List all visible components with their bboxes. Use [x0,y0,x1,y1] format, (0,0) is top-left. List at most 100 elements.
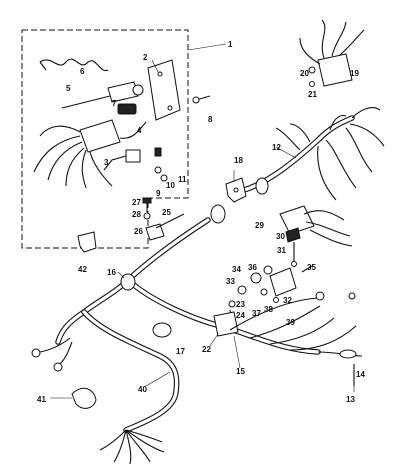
plug-wire [47,141,83,181]
solenoid-base [285,227,301,243]
harness-branch [351,107,381,119]
plate-hole [157,71,163,77]
plug-wire [119,121,147,139]
harness-lead [289,325,357,351]
solenoid-lead [309,229,353,247]
fan-lead [125,429,163,443]
harness-branch [345,127,373,173]
callout-18: 18 [234,156,243,165]
callout-6: 6 [80,67,85,76]
leader-16 [117,271,125,279]
callout-17: 17 [176,347,185,356]
callout-39: 39 [286,318,295,327]
coil-cord [39,58,109,72]
bracket-42 [77,231,97,253]
harness-branch [325,139,357,189]
plug-wire [81,149,87,189]
callout-2: 2 [143,53,148,62]
callout-19: 19 [350,69,359,78]
fan-lead [99,429,127,451]
rectifier-lead [331,21,347,57]
callout-38: 38 [264,305,273,314]
rectifier-lead [339,29,365,56]
callout-24: 24 [236,311,245,320]
leader-1 [187,43,227,51]
push-button [117,103,137,115]
clamp-41 [71,387,97,409]
callout-40: 40 [138,385,147,394]
bracket-32 [269,267,297,297]
callout-27: 27 [132,198,141,207]
rectifier-lead [299,37,321,65]
mounting-plate [147,59,181,121]
grommet-12 [255,177,269,195]
callout-28: 28 [132,210,141,219]
part-34 [250,272,262,284]
callout-32: 32 [283,296,292,305]
callout-1: 1 [228,40,233,49]
ignition-switch [107,81,139,103]
fan-lead [125,429,165,453]
leader-2 [151,59,159,73]
part-36 [263,265,273,275]
plug-wire [89,151,113,187]
harness-branch [275,127,301,151]
callout-4: 4 [137,126,142,135]
callout-41: 41 [37,395,46,404]
key-lead [61,95,111,109]
callout-20: 20 [300,69,309,78]
harness-branch [349,123,385,147]
grommet [210,204,226,224]
harness-branch [317,145,337,201]
clip-26 [145,223,165,241]
leader-15 [233,335,241,369]
callout-35: 35 [307,263,316,272]
plug-17 [152,322,172,338]
part-37 [260,288,268,296]
screw-8-head [192,96,200,104]
leader-22 [209,333,219,347]
callout-33: 33 [226,277,235,286]
plate-hole [167,105,173,111]
nut [154,147,162,157]
switch-nut [132,84,144,96]
callout-11: 11 [178,175,187,184]
callout-34: 34 [232,265,241,274]
fan-lead [125,429,151,463]
part-38 [273,297,279,303]
plate-22 [213,311,239,337]
plug-wire [65,147,85,187]
stud-31 [291,261,297,267]
ring-terminal [53,362,63,372]
callout-30: 30 [276,232,285,241]
washer [154,166,162,174]
connector-plug [79,119,121,153]
leader-40 [145,371,171,387]
callout-22: 22 [202,345,211,354]
callout-16: 16 [107,268,116,277]
terminal-lead [39,337,71,353]
screw-35 [301,265,313,273]
callout-5: 5 [66,84,71,93]
plug-wire [39,125,81,137]
callout-26: 26 [134,227,143,236]
solenoid-lead [305,221,351,237]
main-harness-drop-fill [82,310,179,432]
fan-lead [125,429,132,465]
callout-23: 23 [236,300,245,309]
washer-28 [143,212,151,220]
terminal-lead [59,341,73,365]
leader-12 [275,146,297,159]
callout-37: 37 [252,309,261,318]
callout-3: 3 [104,158,109,167]
part-23 [228,300,236,308]
ring-terminal [315,291,325,301]
callout-8: 8 [208,115,213,124]
toggle-switch [125,149,141,163]
cord-end [39,61,47,71]
callout-10: 10 [166,181,175,190]
bracket-hole [233,187,239,193]
harness-branch [329,114,347,131]
callout-15: 15 [236,367,245,376]
